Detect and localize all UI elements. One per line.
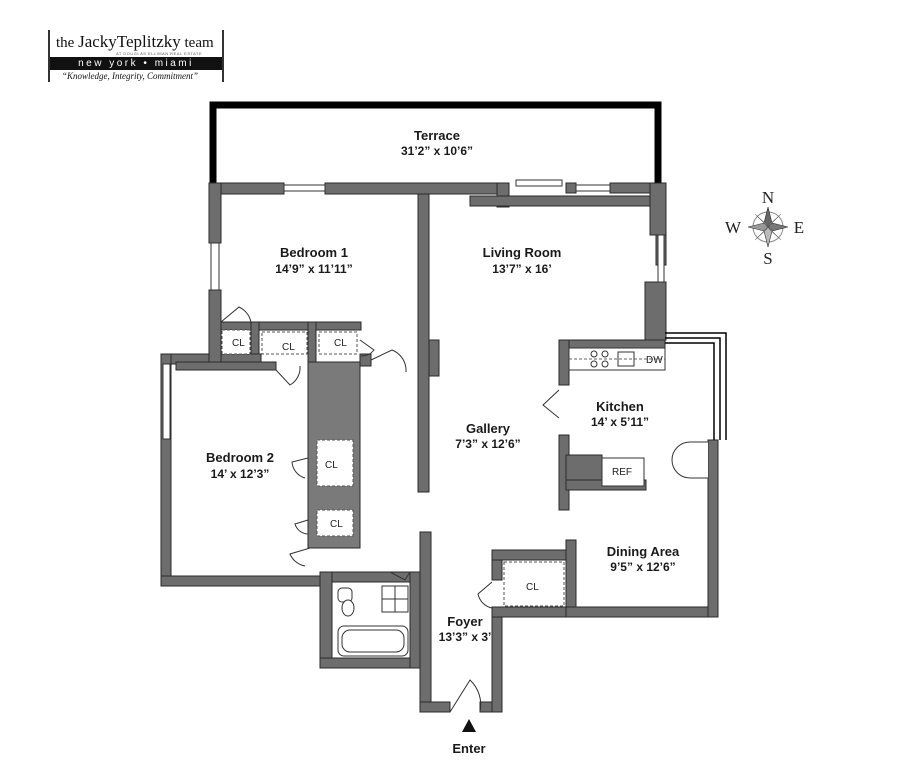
terrace-size: 31’2” x 10’6” <box>401 144 473 158</box>
compass-south: S <box>763 249 772 268</box>
doors <box>220 306 560 713</box>
compass-rose-icon: N S W E <box>725 188 804 268</box>
brand-logo: the JackyTeplitzky team AT DOUGLAS ELLIM… <box>48 30 224 82</box>
gallery-size: 7’3” x 12’6” <box>455 437 520 451</box>
compass-north: N <box>762 188 774 207</box>
logo-title: the JackyTeplitzky team <box>56 32 214 51</box>
kitchen-counter-outline <box>665 332 727 440</box>
closet-label: CL <box>334 338 347 349</box>
kitchen-name: Kitchen <box>596 399 644 414</box>
entry: Enter <box>452 719 486 756</box>
closets: CL CL CL CL CL CL <box>221 329 565 607</box>
entry-label: Enter <box>452 741 485 756</box>
logo-tagline: “Knowledge, Integrity, Commitment” <box>62 71 198 81</box>
gallery-name: Gallery <box>466 421 511 436</box>
kitchen-size: 14’ x 5’11” <box>591 415 649 429</box>
entry-arrow-icon <box>462 719 476 732</box>
closet-label: CL <box>282 342 295 353</box>
kitchen-counter: DW <box>568 347 666 371</box>
logo-bracket <box>48 30 224 82</box>
room-labels: Terrace 31’2” x 10’6” Bedroom 1 14’9” x … <box>206 128 680 644</box>
dining-area-size: 9’5” x 12’6” <box>610 560 675 574</box>
logo-affiliation: AT DOUGLAS ELLIMAN REAL ESTATE <box>116 51 203 56</box>
logo-cities: new york • miami <box>50 57 222 70</box>
terrace-name: Terrace <box>414 128 460 143</box>
bedroom2-name: Bedroom 2 <box>206 450 274 465</box>
refrigerator: REF <box>601 457 645 487</box>
compass-east: E <box>794 218 804 237</box>
compass-west: W <box>725 218 742 237</box>
closet-label: CL <box>526 582 539 593</box>
closet-label: CL <box>330 519 343 530</box>
living-room-size: 13’7” x 16’ <box>492 262 551 276</box>
walls <box>160 182 719 713</box>
bedroom2-size: 14’ x 12’3” <box>211 467 270 481</box>
living-room-name: Living Room <box>483 245 562 260</box>
bathroom <box>337 585 409 657</box>
dishwasher-label: DW <box>646 355 663 366</box>
foyer-name: Foyer <box>447 614 482 629</box>
closet-label: CL <box>325 460 338 471</box>
terrace <box>209 101 662 185</box>
windows <box>162 179 665 440</box>
bedroom1-size: 14’9” x 11’11” <box>275 262 352 276</box>
closet-label: CL <box>232 338 245 349</box>
refrigerator-label: REF <box>612 467 632 478</box>
bedroom1-name: Bedroom 1 <box>280 245 348 260</box>
foyer-size: 13’3” x 3’ <box>439 630 492 644</box>
dining-bay <box>671 441 708 479</box>
dining-area-name: Dining Area <box>607 544 680 559</box>
